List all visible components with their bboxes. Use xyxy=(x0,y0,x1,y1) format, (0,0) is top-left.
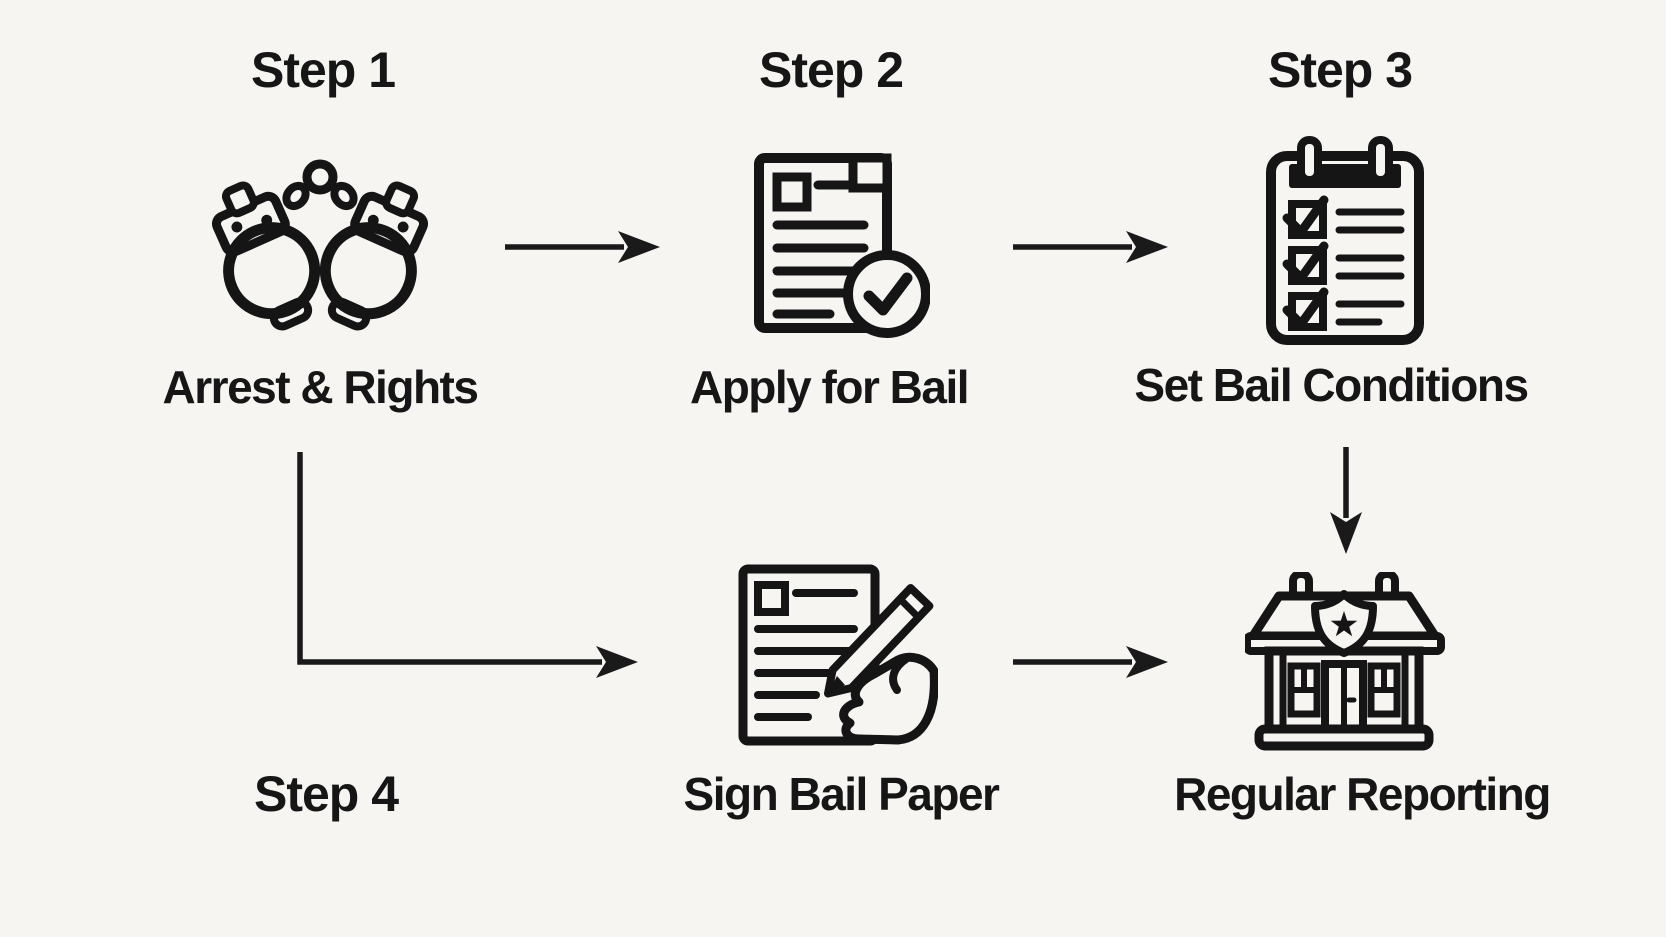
arrow-step2-to-step3 xyxy=(1013,231,1168,263)
arrow-step1-to-sign-elbow xyxy=(297,452,638,678)
step1-label: Arrest & Rights xyxy=(162,361,479,413)
handcuffs-icon xyxy=(200,155,440,339)
step3-label: Set Bail Conditions xyxy=(1134,359,1529,411)
arrow-sign-to-reporting xyxy=(1013,646,1168,678)
step1-header: Step 1 xyxy=(250,42,396,98)
step2-header: Step 2 xyxy=(758,42,904,98)
arrow-step1-to-step2 xyxy=(505,231,660,263)
police-station-icon xyxy=(1245,572,1445,752)
checklist-clipboard-icon xyxy=(1265,136,1425,348)
document-check-icon xyxy=(750,151,930,341)
step4-label: Sign Bail Paper xyxy=(683,768,1000,820)
signing-document-icon xyxy=(738,563,938,748)
step5-label: Regular Reporting xyxy=(1174,768,1551,820)
step3-header: Step 3 xyxy=(1267,42,1413,98)
step2-label: Apply for Bail xyxy=(689,361,970,413)
arrow-step3-to-reporting xyxy=(1330,447,1362,554)
step4-header: Step 4 xyxy=(253,766,399,822)
